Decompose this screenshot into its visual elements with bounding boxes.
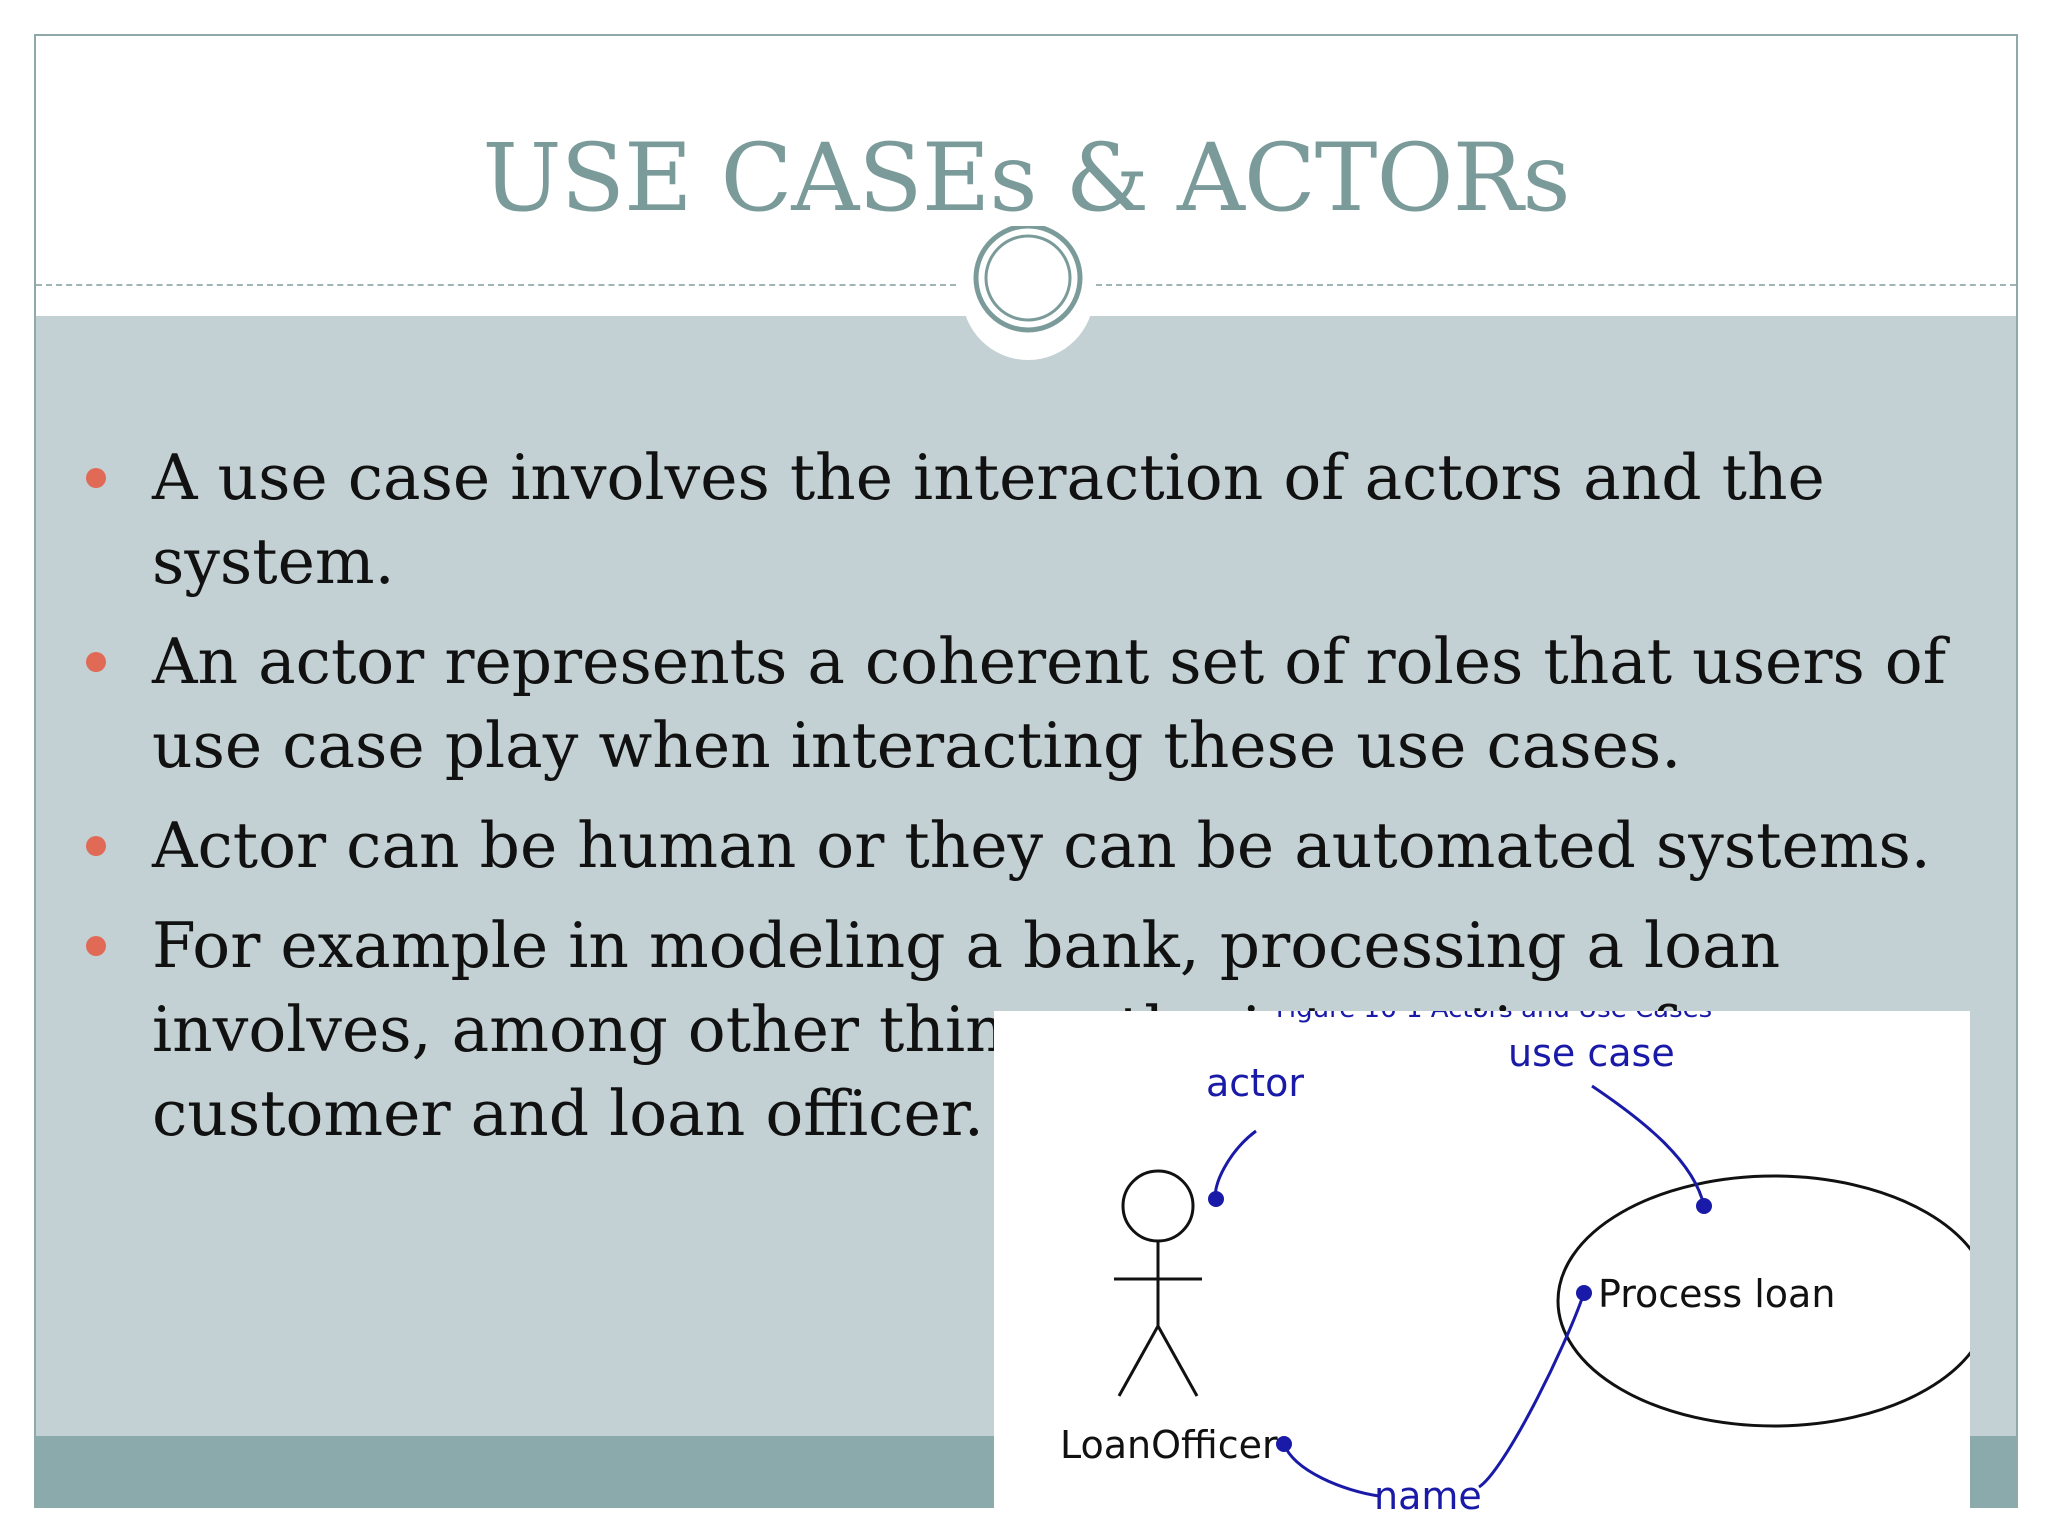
bullet-icon	[86, 836, 106, 856]
slide: USE CASEs & ACTORs A use case involves t…	[34, 34, 2018, 1525]
process-loan-dot	[1576, 1285, 1592, 1301]
bullet-icon	[86, 652, 106, 672]
use-case-figure: Figure 16-1 Actors and Use Cases	[994, 1011, 1970, 1525]
bullet-item: An actor represents a coherent set of ro…	[76, 620, 1976, 788]
process-loan-label: Process loan	[1598, 1272, 1835, 1316]
loan-officer-label: LoanOfficer	[1060, 1423, 1278, 1467]
title-divider-right	[1096, 284, 2016, 286]
figure-caption: Figure 16-1 Actors and Use Cases	[1276, 1011, 1712, 1024]
name-pointer-line-left	[1282, 1443, 1380, 1498]
bullet-text: Actor can be human or they can be automa…	[152, 809, 1931, 882]
bullet-icon	[86, 936, 106, 956]
bullet-item: Actor can be human or they can be automa…	[76, 804, 1976, 888]
actor-label: actor	[1206, 1061, 1304, 1105]
use-case-ellipse	[1556, 1174, 1970, 1428]
actor-stick-figure-icon	[1114, 1169, 1202, 1397]
use-case-label: use case	[1508, 1031, 1675, 1075]
bullet-item: A use case involves the interaction of a…	[76, 436, 1976, 604]
bullet-list: A use case involves the interaction of a…	[76, 436, 1976, 1172]
slide-title: USE CASEs & ACTORs	[482, 124, 1570, 233]
loan-officer-dot	[1276, 1436, 1292, 1452]
title-divider-left	[36, 284, 956, 286]
bullet-icon	[86, 468, 106, 488]
use-case-dot	[1696, 1198, 1712, 1214]
divider-medallion-icon	[962, 226, 1094, 360]
actor-dot	[1208, 1191, 1224, 1207]
bullet-text: An actor represents a coherent set of ro…	[152, 625, 1947, 782]
name-pointer-line-right	[1478, 1292, 1586, 1489]
bullet-text: A use case involves the interaction of a…	[152, 441, 1825, 598]
use-case-diagram: Figure 16-1 Actors and Use Cases	[994, 1011, 1970, 1525]
name-label: name	[1374, 1474, 1482, 1518]
use-case-pointer-line	[1591, 1084, 1706, 1207]
